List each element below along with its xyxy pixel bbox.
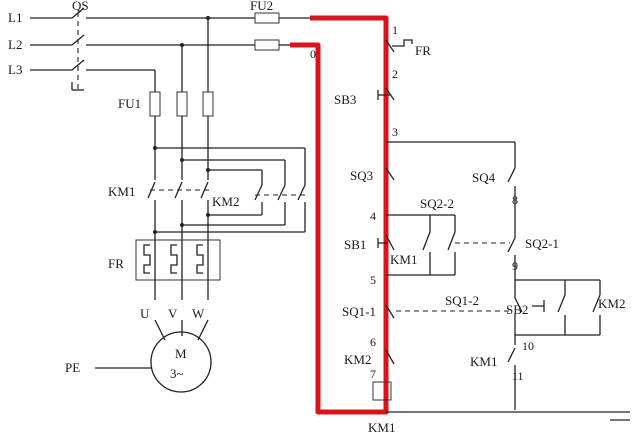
label-sq2-2: SQ2-2	[420, 196, 454, 211]
node-9: 9	[512, 259, 518, 273]
label-km1-power: KM1	[108, 184, 135, 199]
label-km1-coil: KM1	[368, 420, 395, 435]
km1-coil	[372, 381, 392, 401]
label-sb3: SB3	[334, 92, 356, 107]
label-l3: L3	[8, 62, 22, 77]
label-fr-power: FR	[108, 256, 124, 271]
node-10: 10	[522, 339, 534, 353]
label-fu2: FU2	[250, 0, 273, 13]
label-motor-phase: 3~	[170, 366, 184, 381]
node-8: 8	[512, 193, 518, 207]
label-w: W	[192, 306, 205, 321]
label-sq1-2: SQ1-2	[445, 293, 479, 308]
node-11: 11	[512, 369, 524, 383]
label-u: U	[140, 306, 150, 321]
label-qs: QS	[72, 0, 89, 13]
label-km2-contact: KM2	[344, 352, 371, 367]
fuse-fu2	[254, 12, 310, 51]
label-l1: L1	[8, 10, 22, 25]
node-3: 3	[392, 125, 398, 139]
label-km2-seal: KM2	[598, 296, 625, 311]
label-km1-seal: KM1	[390, 252, 417, 267]
power-supply-lines	[30, 7, 255, 91]
node-1: 1	[392, 23, 398, 37]
node-4: 4	[370, 209, 376, 223]
label-sq1-1: SQ1-1	[342, 304, 376, 319]
label-pe: PE	[65, 360, 80, 375]
node-6: 6	[370, 335, 376, 349]
labels: L1 L2 L3 QS FU2 FU1 KM1 KM2 FR U V W M 3…	[8, 0, 625, 435]
label-l2: L2	[8, 37, 22, 52]
node-0: 0	[310, 47, 316, 61]
label-v: V	[168, 306, 178, 321]
node-5: 5	[370, 273, 376, 287]
label-sq4: SQ4	[472, 170, 496, 185]
motor-symbol	[150, 331, 212, 393]
label-sb1: SB1	[344, 237, 366, 252]
label-sq3: SQ3	[350, 168, 373, 183]
label-km2-power: KM2	[212, 194, 239, 209]
highlighted-control-path	[290, 15, 389, 415]
node-numbers: 1 0 2 3 4 5 6 7 8 9 10 11	[310, 23, 534, 383]
label-km1-interlock: KM1	[470, 354, 497, 369]
label-sq2-1: SQ2-1	[525, 236, 559, 251]
power-circuit	[95, 16, 306, 393]
node-2: 2	[392, 67, 398, 81]
label-fu1: FU1	[118, 96, 141, 111]
node-7: 7	[370, 367, 376, 381]
control-circuit	[372, 39, 630, 421]
label-fr-top: FR	[415, 43, 431, 58]
label-sb2: SB2	[506, 302, 528, 317]
label-motor: M	[175, 346, 187, 361]
